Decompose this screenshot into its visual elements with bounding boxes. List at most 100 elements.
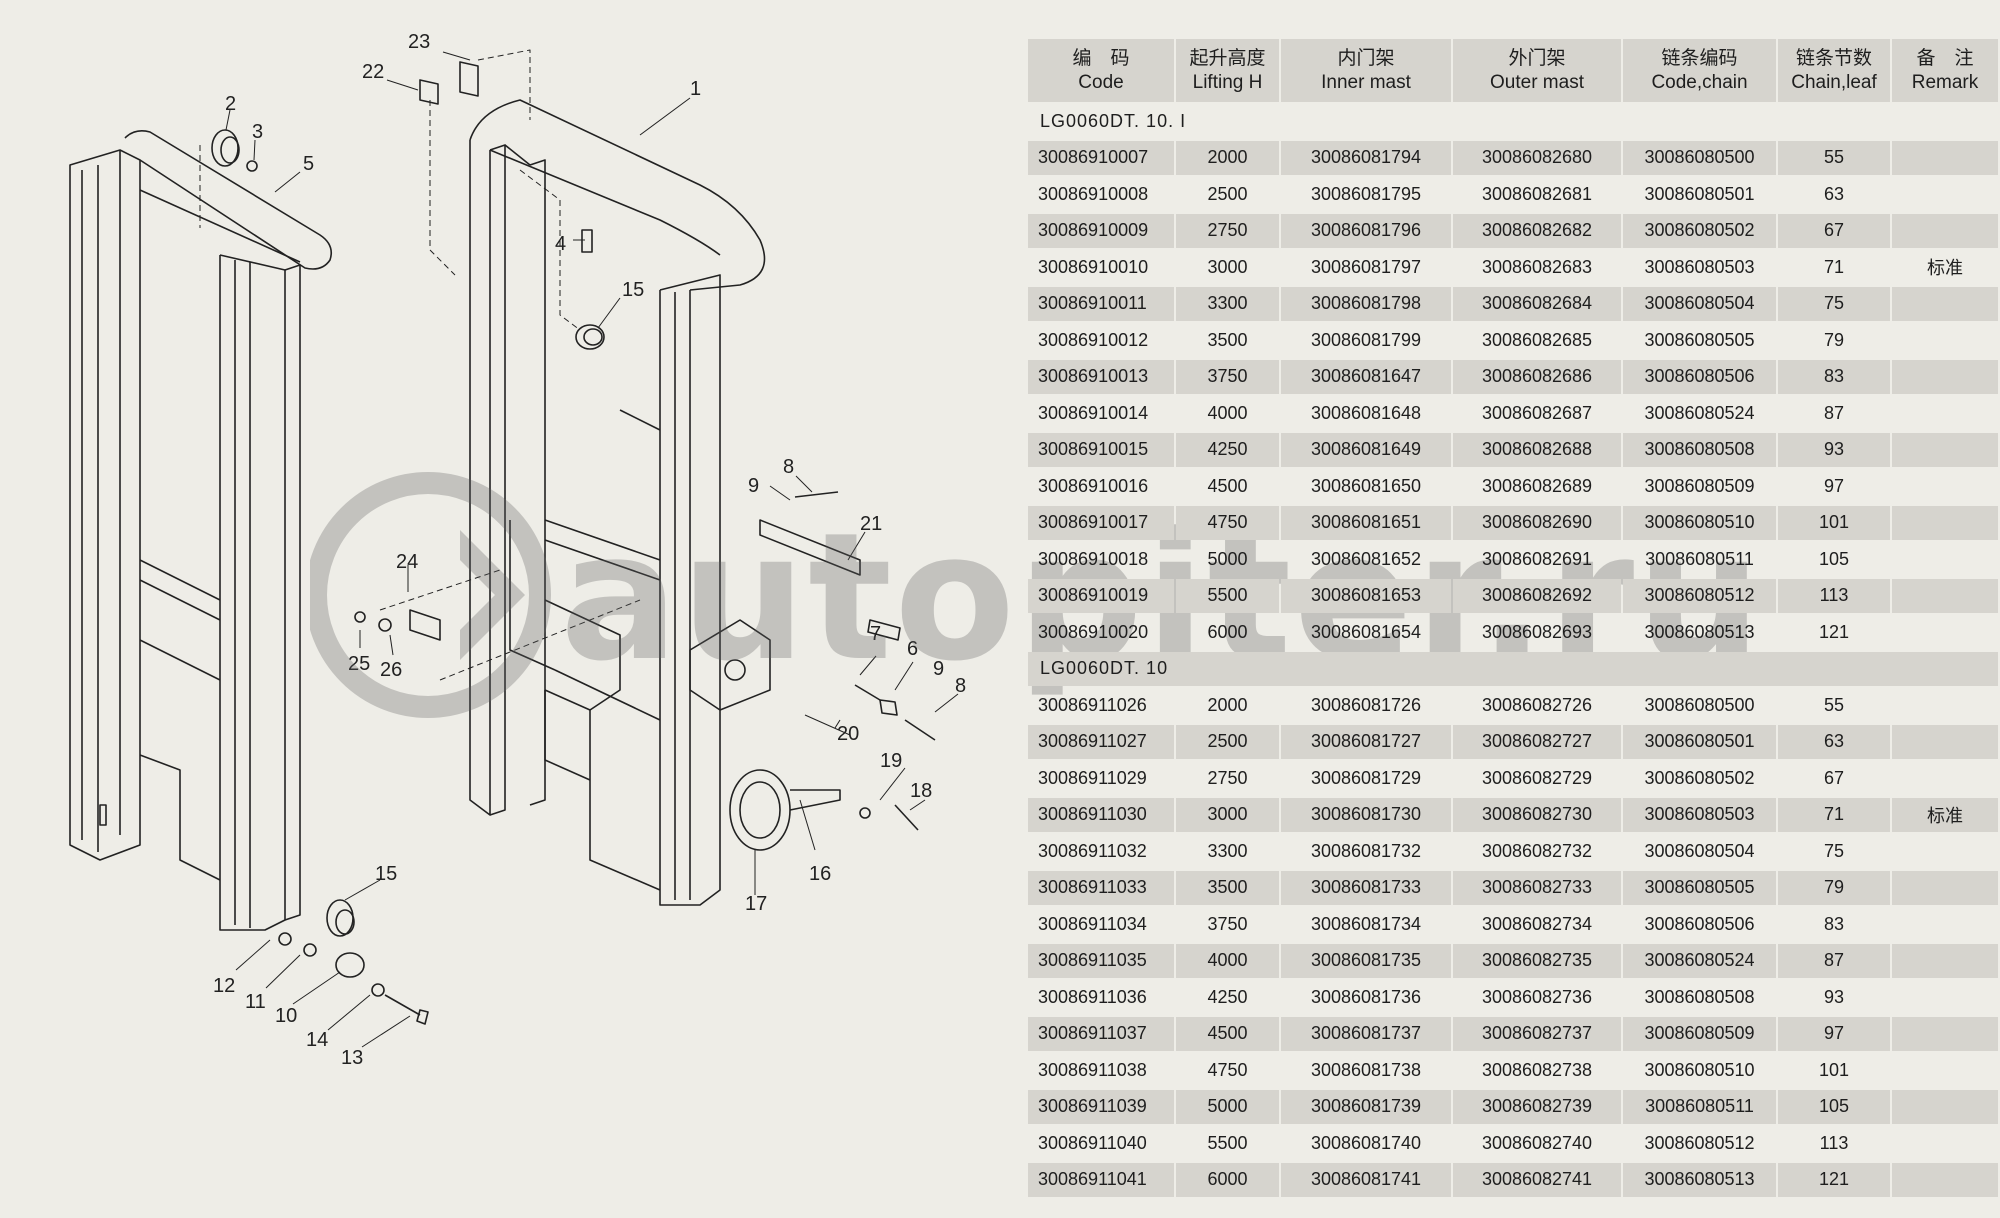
table-cell: 79 — [1823, 329, 1845, 350]
column-header-en: Code — [1078, 71, 1124, 93]
inner-mast — [469, 99, 766, 906]
column-header-zh: 链条节数 — [1795, 47, 1872, 69]
table-cell: 93 — [1778, 432, 1890, 467]
table-cell: 30086082730 — [1453, 797, 1621, 832]
table-cell: 3000 — [1176, 797, 1279, 832]
table-cell: 4500 — [1176, 1016, 1279, 1051]
table-cell — [1892, 542, 1998, 577]
table-cell: 30086911041 — [1028, 1162, 1174, 1197]
table-cell — [1892, 1053, 1998, 1088]
table-cell: 2000 — [1207, 694, 1248, 715]
table-cell: 3500 — [1176, 870, 1279, 905]
table-cell: 30086082691 — [1481, 548, 1593, 569]
table-cell: 30086081799 — [1310, 329, 1422, 350]
table-cell: 30086081736 — [1310, 986, 1422, 1007]
table-cell — [1892, 870, 1998, 905]
leader-lines — [225, 51, 959, 1048]
table-cell: 30086910019 — [1028, 578, 1174, 613]
table-cell: 30086910007 — [1028, 140, 1174, 175]
table-cell: 4500 — [1207, 475, 1248, 496]
callout-24: 24 — [396, 551, 418, 573]
table-cell: 30086081796 — [1281, 213, 1451, 248]
callout-26: 26 — [380, 659, 402, 681]
callout-10: 10 — [275, 1005, 297, 1027]
table-cell: 30086910015 — [1028, 432, 1174, 467]
table-cell: 5000 — [1176, 1089, 1279, 1124]
table-cell: 63 — [1823, 183, 1845, 204]
table-cell: 30086911038 — [1038, 1059, 1147, 1080]
table-cell: 121 — [1778, 1162, 1890, 1197]
table-cell: 30086082741 — [1453, 1162, 1621, 1197]
table-cell: 30086082729 — [1481, 767, 1593, 788]
table-cell: 3300 — [1207, 840, 1248, 861]
table-cell: 30086081739 — [1281, 1089, 1451, 1124]
table-cell: 30086080513 — [1644, 621, 1755, 642]
table-cell: 30086082726 — [1481, 694, 1593, 715]
table-cell: 30086911026 — [1038, 694, 1147, 715]
table-cell: 30086082682 — [1453, 213, 1621, 248]
table-cell: 30086080524 — [1644, 402, 1755, 423]
table-cell — [1892, 286, 1998, 321]
table-cell: 2000 — [1176, 140, 1279, 175]
table-cell: 30086082689 — [1481, 475, 1593, 496]
table-cell — [1892, 505, 1998, 540]
callout-labels: 1 2 3 4 5 6 7 8 8 9 9 10 11 12 13 14 15 … — [213, 31, 966, 1069]
table-cell: 30086082737 — [1453, 1016, 1621, 1051]
table-cell: 30086081727 — [1281, 724, 1451, 759]
table-cell: 30086080509 — [1623, 1016, 1776, 1051]
callout-15-bottom: 15 — [375, 863, 397, 885]
mast-assembly-diagram: 1 2 3 4 5 6 7 8 8 9 9 10 11 12 13 14 15 … — [69, 31, 966, 1069]
table-cell — [1892, 724, 1998, 759]
callout-7: 7 — [870, 623, 881, 645]
table-cell: 6000 — [1176, 1162, 1279, 1197]
callout-23: 23 — [408, 31, 430, 53]
table-cell: 30086082739 — [1453, 1089, 1621, 1124]
table-cell: 4750 — [1176, 505, 1279, 540]
table-cell: 30086081738 — [1310, 1059, 1422, 1080]
table-cell: 75 — [1778, 286, 1890, 321]
table-cell: 4250 — [1207, 986, 1248, 1007]
table-cell: 30086080504 — [1644, 840, 1755, 861]
table-cell — [1892, 323, 1998, 358]
table-cell — [1892, 177, 1998, 212]
table-cell: 6000 — [1207, 621, 1248, 642]
table-cell: 30086082690 — [1453, 505, 1621, 540]
callout-4: 4 — [555, 233, 566, 255]
table-cell — [1892, 907, 1998, 942]
table-cell: 30086080504 — [1623, 286, 1776, 321]
table-cell: 2500 — [1176, 724, 1279, 759]
table-cell: 30086082733 — [1453, 870, 1621, 905]
table-cell: 113 — [1819, 1132, 1849, 1153]
table-cell: 30086082681 — [1481, 183, 1593, 204]
table-cell: 30086081730 — [1281, 797, 1451, 832]
table-cell: 55 — [1778, 140, 1890, 175]
table-cell: 30086080503 — [1623, 797, 1776, 832]
table-cell — [1892, 359, 1998, 394]
callout-14: 14 — [306, 1029, 328, 1051]
table-cell: 30086080505 — [1644, 329, 1755, 350]
table-cell: 30086080503 — [1644, 256, 1755, 277]
table-cell: 30086081733 — [1281, 870, 1451, 905]
table-cell: 30086080501 — [1644, 183, 1755, 204]
column-header-en: Chain,leaf — [1791, 71, 1877, 93]
callout-16: 16 — [809, 863, 831, 885]
table-cell: 30086080512 — [1623, 578, 1776, 613]
